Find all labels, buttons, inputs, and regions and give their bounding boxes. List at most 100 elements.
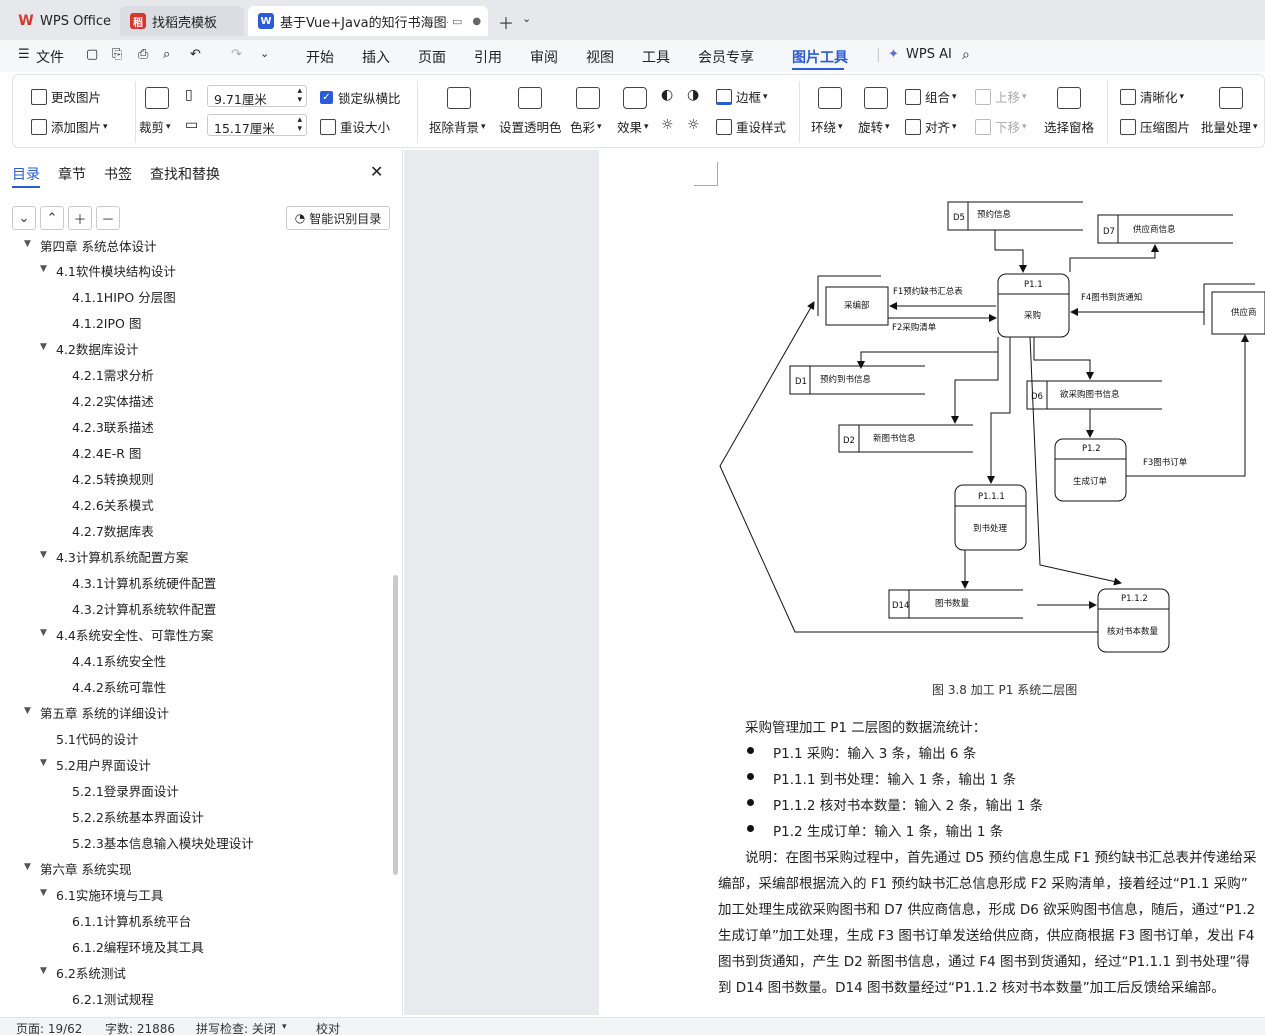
toc-item[interactable]: 4.4.2系统可靠性	[72, 680, 167, 695]
reset-size-button[interactable]: 重设大小	[320, 117, 390, 136]
unsaved-dot-icon[interactable]: ●	[472, 15, 482, 27]
toc-item[interactable]: 4.2.3联系描述	[72, 420, 154, 435]
toc-item[interactable]: 4.2.4E-R 图	[72, 446, 142, 461]
effect-button[interactable]: 效果▾	[617, 120, 649, 135]
reset-style-button[interactable]: 重设样式	[716, 117, 786, 136]
toc-expand-caret-icon[interactable]: ▼	[40, 342, 47, 352]
menu-view[interactable]: 视图	[586, 50, 614, 66]
contrast-down-icon[interactable]: ☼	[687, 117, 700, 133]
toc-expand-caret-icon[interactable]: ▼	[40, 628, 47, 638]
sharpen-button[interactable]: 清晰化▾	[1120, 87, 1184, 106]
toc-item[interactable]: 5.1代码的设计	[56, 732, 139, 747]
toc-item[interactable]: 第四章 系统总体设计	[40, 240, 157, 254]
toc-item[interactable]: 5.2用户界面设计	[56, 758, 151, 773]
group-button[interactable]: 组合▾	[905, 87, 957, 106]
toc-item[interactable]: 4.1软件模块结构设计	[56, 264, 176, 279]
word-count[interactable]: 字数: 21886	[105, 1022, 176, 1035]
color-icon[interactable]	[576, 87, 600, 109]
tab-find-replace[interactable]: 查找和替换	[150, 167, 220, 183]
toc-item[interactable]: 第五章 系统的详细设计	[40, 706, 169, 721]
toc-item[interactable]: 4.2.7数据库表	[72, 524, 154, 539]
menu-tools[interactable]: 工具	[642, 50, 670, 66]
toc-item[interactable]: 5.2.3基本信息输入模块处理设计	[72, 836, 254, 851]
wrap-button[interactable]: 环绕▾	[811, 120, 843, 135]
share-icon[interactable]: ⎘	[112, 47, 123, 62]
toc-item[interactable]: 4.1.2IPO 图	[72, 316, 142, 331]
selection-pane-button[interactable]: 选择窗格	[1044, 120, 1095, 135]
tab-bookmark[interactable]: 书签	[104, 167, 132, 183]
toc-item[interactable]: 4.3计算机系统配置方案	[56, 550, 189, 565]
wrap-icon[interactable]	[818, 87, 842, 109]
selection-pane-icon[interactable]	[1057, 87, 1081, 109]
wps-ai-icon[interactable]: ✦	[888, 47, 899, 62]
tab-document[interactable]: W 基于Vue+Java的知行书海图书 ▭ ●	[248, 6, 488, 36]
toc-item[interactable]: 6.1实施环境与工具	[56, 888, 164, 903]
toc-expand-caret-icon[interactable]: ▼	[40, 550, 47, 560]
spell-check-toggle[interactable]: 拼写检查: 关闭	[196, 1022, 276, 1035]
menu-page[interactable]: 页面	[418, 50, 446, 66]
smart-toc-button[interactable]: ◔智能识别目录	[286, 206, 390, 230]
toc-item[interactable]: 5.2.1登录界面设计	[72, 784, 179, 799]
hamburger-icon[interactable]: ☰	[18, 47, 30, 62]
toc-expand-caret-icon[interactable]: ▼	[40, 264, 47, 274]
chevron-down-icon[interactable]: ▾	[282, 1022, 287, 1032]
toc-item[interactable]: 4.4.1系统安全性	[72, 654, 167, 669]
remove-heading-icon[interactable]: －	[96, 206, 120, 230]
toc-item[interactable]: 4.2数据库设计	[56, 342, 139, 357]
menu-review[interactable]: 审阅	[530, 50, 558, 66]
border-button[interactable]: 边框▾	[716, 87, 768, 106]
batch-button[interactable]: 批量处理▾	[1201, 120, 1258, 135]
toc-item[interactable]: 6.1.2编程环境及其工具	[72, 940, 204, 955]
brightness-down-icon[interactable]: ☼	[661, 117, 674, 133]
undo-icon[interactable]: ↶	[190, 47, 201, 62]
chevron-down-icon[interactable]: ⌄	[522, 12, 532, 25]
toc-item[interactable]: 4.3.2计算机系统软件配置	[72, 602, 217, 617]
toc-item[interactable]: 第六章 系统实现	[40, 862, 132, 877]
menu-reference[interactable]: 引用	[474, 50, 502, 66]
menu-member[interactable]: 会员专享	[698, 50, 754, 66]
search-icon[interactable]: ⌕	[962, 47, 970, 63]
add-picture-button[interactable]: 添加图片▾	[31, 117, 108, 136]
set-transparent-icon[interactable]	[518, 87, 542, 109]
batch-icon[interactable]	[1219, 87, 1243, 109]
tab-toc[interactable]: 目录	[12, 167, 40, 183]
height-input[interactable]: 9.71厘米▴▾	[207, 85, 307, 107]
close-icon[interactable]: ✕	[370, 162, 384, 181]
lock-ratio-checkbox[interactable]: ✓锁定纵横比	[320, 88, 401, 107]
redo-icon[interactable]: ↷	[231, 47, 242, 62]
toc-item[interactable]: 6.2系统测试	[56, 966, 126, 981]
brightness-up-icon[interactable]: ◐	[661, 87, 674, 103]
tab-wps-office[interactable]: W WPS Office	[8, 6, 114, 36]
width-input[interactable]: 15.17厘米▴▾	[207, 114, 307, 136]
quick-access-more-icon[interactable]: ⌄	[260, 47, 270, 60]
save-icon[interactable]: ▢	[86, 47, 99, 62]
crop-button[interactable]: 裁剪▾	[139, 120, 171, 135]
menu-file[interactable]: 文件	[36, 50, 64, 66]
color-button[interactable]: 色彩▾	[570, 120, 602, 135]
toc-item[interactable]: 6.2.1测试规程	[72, 992, 154, 1007]
toc-item[interactable]: 5.2.2系统基本界面设计	[72, 810, 204, 825]
toc-expand-caret-icon[interactable]: ▼	[40, 966, 47, 976]
toc-expand-caret-icon[interactable]: ▼	[40, 758, 47, 768]
toc-item[interactable]: 4.4系统安全性、可靠性方案	[56, 628, 214, 643]
collapse-all-icon[interactable]: ⌄	[12, 206, 36, 230]
change-picture-button[interactable]: 更改图片	[31, 87, 101, 106]
menu-home[interactable]: 开始	[306, 50, 334, 66]
print-preview-icon[interactable]: ⌕	[163, 47, 171, 62]
rotate-button[interactable]: 旋转▾	[858, 120, 890, 135]
new-tab-icon[interactable]: ＋	[498, 14, 515, 33]
toc-item[interactable]: 4.2.6关系模式	[72, 498, 154, 513]
menu-insert[interactable]: 插入	[362, 50, 390, 66]
menu-picture-tools[interactable]: 图片工具	[792, 50, 848, 66]
tab-chapter[interactable]: 章节	[58, 167, 86, 183]
move-up-button[interactable]: 上移▾	[975, 87, 1027, 106]
toc-item[interactable]: 4.3.1计算机系统硬件配置	[72, 576, 217, 591]
toc-item[interactable]: 4.2.5转换规则	[72, 472, 154, 487]
scrollbar[interactable]	[393, 575, 398, 875]
remove-background-button[interactable]: 抠除背景▾	[429, 120, 486, 135]
toc-expand-caret-icon[interactable]: ▼	[24, 862, 31, 872]
toc-item[interactable]: 4.1.1HIPO 分层图	[72, 290, 176, 305]
toc-expand-caret-icon[interactable]: ▼	[24, 240, 31, 249]
tab-template[interactable]: 稻 找稻壳模板	[120, 6, 244, 36]
